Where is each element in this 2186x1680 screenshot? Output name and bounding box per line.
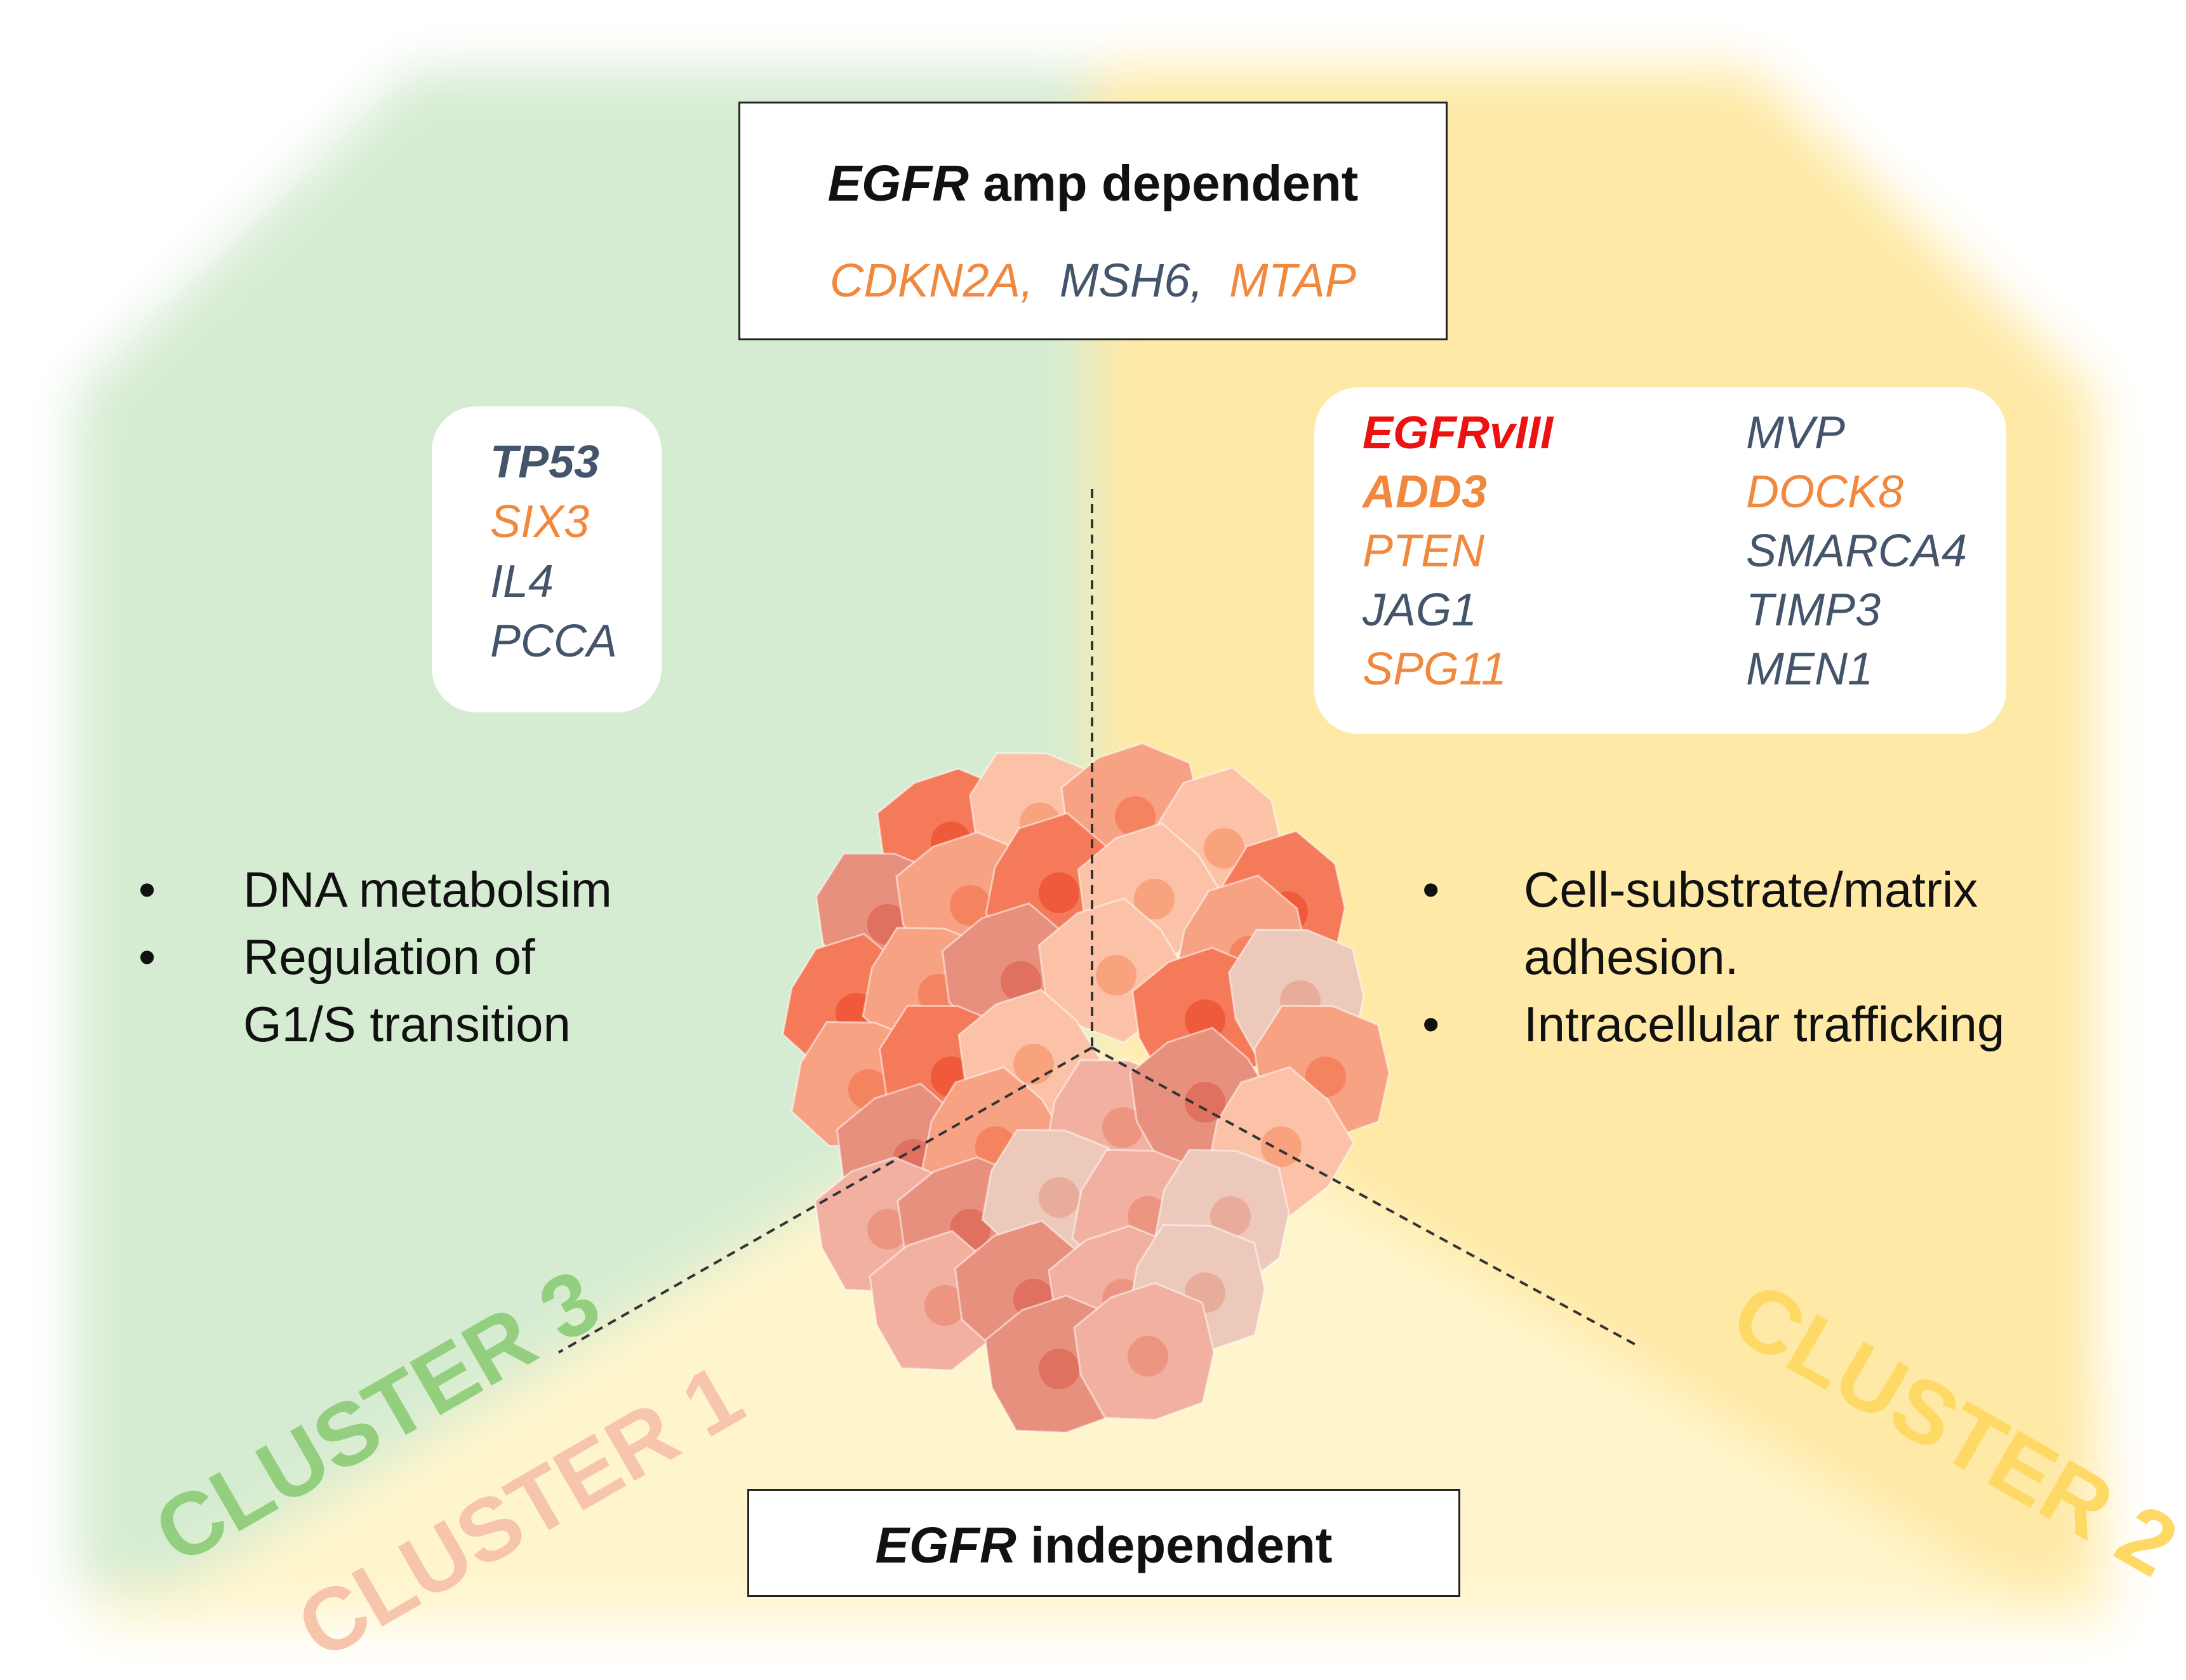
bullet-icon: •: [1422, 862, 1440, 917]
cluster2-gene-box: EGFRvIII ADD3 PTEN JAG1 SPG11 MVP DOCK8 …: [1314, 387, 2006, 734]
gene-pcca: PCCA: [490, 616, 618, 667]
cell-nucleus: [1013, 1044, 1054, 1084]
cell-nucleus: [1305, 1057, 1346, 1097]
divider-line-right: [1091, 1046, 1639, 1347]
bullet-icon: •: [138, 862, 156, 917]
pathway-text: adhesion.: [1524, 929, 1739, 985]
gene-smarca4: SMARCA4: [1746, 526, 1968, 577]
bullet-icon: •: [138, 929, 156, 985]
cell-nucleus: [1185, 1082, 1225, 1123]
cluster3-pathway-list: • DNA metabolsim • Regulation of G1/S tr…: [138, 856, 612, 1058]
gene-add3: ADD3: [1363, 467, 1488, 517]
cell-nucleus: [1001, 961, 1041, 1002]
gene-six3: SIX3: [490, 497, 590, 547]
title-rest: independent: [1016, 1517, 1333, 1573]
gene-timp3: TIMP3: [1746, 585, 1881, 636]
gene-msh6: MSH6,: [1059, 254, 1203, 307]
pathway-item: • Regulation of G1/S transition: [138, 923, 612, 1058]
gene-men1: MEN1: [1746, 644, 1874, 695]
pathway-text: Cell-substrate/matrix: [1524, 862, 1978, 917]
cell-nucleus: [1039, 1349, 1079, 1389]
divider-line-left: [558, 1046, 1093, 1354]
gene-spg11: SPG11: [1363, 644, 1507, 695]
title-gene: EGFR: [827, 155, 969, 211]
gene-jag1: JAG1: [1363, 585, 1477, 636]
egfr-amp-dependent-box: EGFR amp dependent CDKN2A, MSH6, MTAP: [738, 102, 1448, 340]
pathway-text: Intracellular trafficking: [1524, 996, 2005, 1052]
cell-nucleus: [950, 885, 990, 926]
cell-nucleus: [1210, 1196, 1251, 1237]
cell-nucleus: [1134, 879, 1175, 919]
cell-nucleus: [1039, 1177, 1079, 1218]
pathway-item: • DNA metabolsim: [138, 856, 612, 923]
gene-cdkn2a: CDKN2A,: [829, 254, 1034, 307]
tumor-cell-cluster: [782, 742, 1390, 1434]
cluster3-gene-box: TP53 SIX3 IL4 PCCA: [432, 406, 662, 712]
amp-dependent-gene-list: CDKN2A, MSH6, MTAP: [740, 253, 1446, 307]
cell-nucleus: [1128, 1336, 1168, 1377]
cell-nucleus: [1096, 955, 1136, 996]
pathway-text: G1/S transition: [243, 996, 571, 1052]
egfr-independent-title: EGFR independent: [749, 1516, 1458, 1575]
cluster3-region: [76, 70, 1092, 1587]
pathway-item: • Intracellular trafficking: [1422, 990, 2004, 1058]
gene-mvp: MVP: [1746, 408, 1846, 458]
gene-mtap: MTAP: [1229, 254, 1357, 307]
pathway-text: DNA metabolsim: [243, 862, 612, 917]
gene-dock8: DOCK8: [1746, 467, 1904, 517]
cell-nucleus: [1039, 872, 1079, 913]
title-rest: amp dependent: [968, 155, 1359, 211]
cell-nucleus: [1115, 796, 1156, 837]
bullet-icon: •: [1422, 996, 1440, 1052]
gene-egfrviii: EGFRvIII: [1363, 408, 1554, 458]
cell-nucleus: [1261, 1126, 1302, 1167]
cell-nucleus: [1204, 828, 1244, 869]
egfr-independent-box: EGFR independent: [747, 1489, 1460, 1597]
gene-tp53: TP53: [490, 437, 600, 488]
cell-nucleus: [924, 1285, 965, 1326]
egfr-amp-dependent-title: EGFR amp dependent: [740, 154, 1446, 213]
cell-nucleus: [867, 1209, 908, 1250]
pathway-text: Regulation of: [243, 929, 535, 985]
title-gene: EGFR: [875, 1517, 1016, 1573]
gene-il4: IL4: [490, 556, 554, 607]
gene-pten: PTEN: [1363, 526, 1485, 577]
cell-nucleus: [1102, 1107, 1143, 1148]
pathway-item: • Cell-substrate/matrix adhesion.: [1422, 856, 2004, 990]
cluster2-pathway-list: • Cell-substrate/matrix adhesion. • Intr…: [1422, 856, 2004, 1058]
